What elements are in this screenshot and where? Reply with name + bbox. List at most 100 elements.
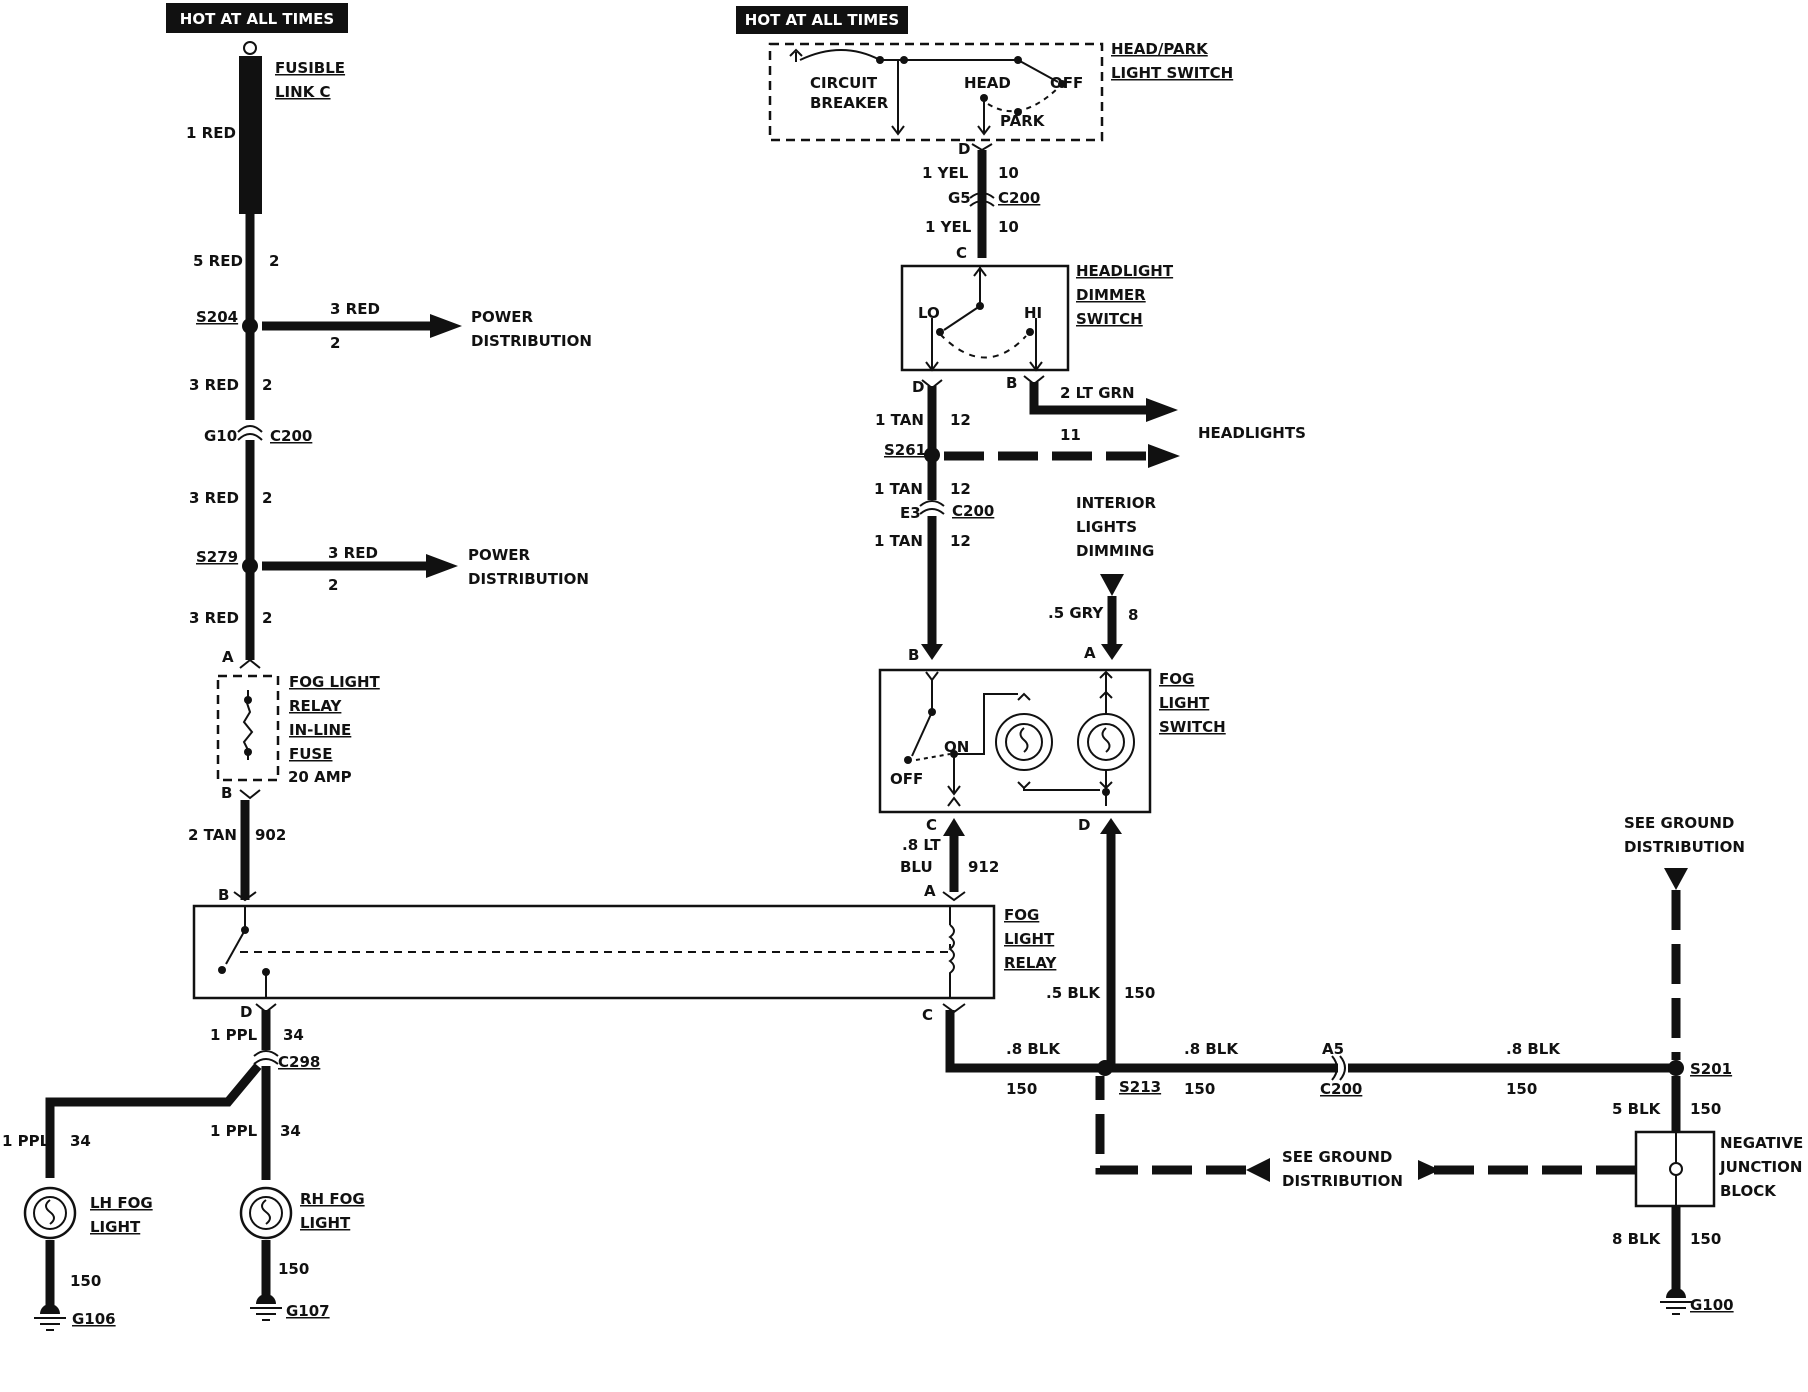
dimmer-travel <box>939 333 1027 359</box>
splice-s213-label: S213 <box>1119 1078 1161 1096</box>
relay-coil <box>948 906 955 998</box>
head-label: HEAD <box>964 74 1011 92</box>
connector-c200-a-label: C200 <box>270 427 312 445</box>
park-travel <box>987 87 1059 113</box>
arrow-power-dist-1 <box>430 314 462 338</box>
off-label: OFF <box>1050 74 1083 92</box>
relay-pin-b: B <box>218 886 229 904</box>
connector-c200-c-label: C200 <box>952 502 994 520</box>
park-label: PARK <box>1000 112 1046 130</box>
fuse-connector-b <box>239 789 261 800</box>
fog-switch-input-b <box>925 671 939 710</box>
wire-label-1yel-a: 1 YEL <box>922 164 969 182</box>
relay-contact-nc <box>218 966 226 974</box>
relay-label-3: RELAY <box>1004 954 1058 972</box>
neg-junction-label-3: BLOCK <box>1720 1182 1777 1200</box>
relay-label-1: FOG <box>1004 906 1039 924</box>
wire-label-5blk: .5 BLK <box>1046 984 1101 1002</box>
wire-label-ltblu-1: .8 LT <box>902 836 941 854</box>
wire-label-5gry: .5 GRY <box>1048 604 1104 622</box>
dimmer-label-2: DIMMER <box>1076 286 1146 304</box>
splice-s279-label: S279 <box>196 548 238 566</box>
branch2-wire-label: 3 RED <box>328 544 378 562</box>
circuit-10-a: 10 <box>998 164 1019 182</box>
connector-c200-d-left <box>1331 1055 1338 1081</box>
wire-label-3red-c: 3 RED <box>189 609 239 627</box>
power-dist-1-l2: DISTRIBUTION <box>471 332 592 350</box>
circuit-34: 34 <box>283 1026 304 1044</box>
connector-c200-b-bottom <box>969 200 995 207</box>
head-park-light-switch <box>768 42 1104 142</box>
splice-s201 <box>1668 1060 1684 1076</box>
headlight-dimmer-switch <box>900 264 1070 372</box>
hot-label-left-text: HOT AT ALL TIMES <box>180 10 334 28</box>
wire-label-1ppl-lh: 1 PPL <box>2 1132 50 1150</box>
head-park-label-2: LIGHT SWITCH <box>1111 64 1233 82</box>
relay-label-2: LIGHT <box>1004 930 1055 948</box>
dimmer-hi-contact <box>1026 328 1034 336</box>
connector-c200-b-top <box>969 192 995 199</box>
arrow-see-ground-top <box>1664 868 1688 890</box>
circuit-2a: 2 <box>269 252 279 270</box>
connector-c200-a-bottom <box>237 433 263 441</box>
hot-label-right: HOT AT ALL TIMES <box>736 6 908 34</box>
circuit-902: 902 <box>255 826 286 844</box>
fuse-pin-b: B <box>221 784 232 802</box>
head-output <box>977 98 991 136</box>
neg-junction-label-2: JUNCTION <box>1719 1158 1802 1176</box>
splice-s201-label: S201 <box>1690 1060 1732 1078</box>
connector-c200-b-label: C200 <box>998 189 1040 207</box>
see-ground-mid-2: DISTRIBUTION <box>1282 1172 1403 1190</box>
fuse-amp: 20 AMP <box>288 768 352 786</box>
fuse-housing <box>216 674 280 782</box>
dimmer-pin-b: B <box>1006 374 1017 392</box>
arrow-interior-dimming <box>1100 574 1124 596</box>
fog-switch-ground-node <box>1102 788 1110 796</box>
lh-fog-label-2: LIGHT <box>90 1218 141 1236</box>
interior-label-1: INTERIOR <box>1076 494 1156 512</box>
interior-label-2: LIGHTS <box>1076 518 1137 536</box>
wire-label-1tan-a: 1 TAN <box>875 411 924 429</box>
wire-label-ltblu-2: BLU <box>900 858 933 876</box>
switch-connector-d <box>971 143 993 152</box>
head-park-label-1: HEAD/PARK <box>1111 40 1209 58</box>
ground-g106-label: G106 <box>72 1310 116 1328</box>
circuit-breaker-label-1: CIRCUIT <box>810 74 878 92</box>
splice-s261 <box>924 447 940 463</box>
switch-arm <box>1017 59 1059 83</box>
see-ground-mid-1: SEE GROUND <box>1282 1148 1392 1166</box>
wire-ltgrn-2 <box>1029 382 1148 415</box>
hot-label-left: HOT AT ALL TIMES <box>166 3 348 33</box>
fog-switch-pin-a: A <box>1084 644 1096 662</box>
off-contact <box>1058 80 1066 88</box>
connector-c200-c-bottom <box>919 508 945 515</box>
fuse-label-4: FUSE <box>289 745 332 763</box>
power-dist-2-l2: DISTRIBUTION <box>468 570 589 588</box>
connector-c200-d-right <box>1339 1055 1346 1081</box>
circuit-150-e: 150 <box>1690 1100 1721 1118</box>
headlights-label: HEADLIGHTS <box>1198 424 1306 442</box>
wire-label-2tan: 2 TAN <box>188 826 237 844</box>
fog-switch-pin-c: C <box>926 816 937 834</box>
dimmer-input <box>973 266 987 304</box>
wire-label-1yel-b: 1 YEL <box>925 218 972 236</box>
fusible-link-label-2: LINK C <box>275 83 331 101</box>
relay-switch-arm <box>225 929 246 965</box>
circuit-10-b: 10 <box>998 218 1019 236</box>
wire-blk-relay-ground <box>945 1010 1338 1073</box>
branch1-circuit: 2 <box>330 334 340 352</box>
connector-c298-label: C298 <box>278 1053 320 1071</box>
fuse-label-3: IN-LINE <box>289 721 351 739</box>
arrow-fog-switch-a <box>1101 644 1123 660</box>
fog-switch-off-label: OFF <box>890 770 923 788</box>
ground-g100-label: G100 <box>1690 1296 1734 1314</box>
cavity-a5: A5 <box>1322 1040 1344 1058</box>
rh-fog-light <box>239 1186 293 1240</box>
connector-c298-top <box>253 1050 279 1057</box>
circuit-breaker-input <box>789 48 803 62</box>
power-dist-2-l1: POWER <box>468 546 531 564</box>
splice-s213 <box>1097 1060 1113 1076</box>
circuit-150-d: 150 <box>1506 1080 1537 1098</box>
connector-c200-a-top <box>237 425 263 433</box>
